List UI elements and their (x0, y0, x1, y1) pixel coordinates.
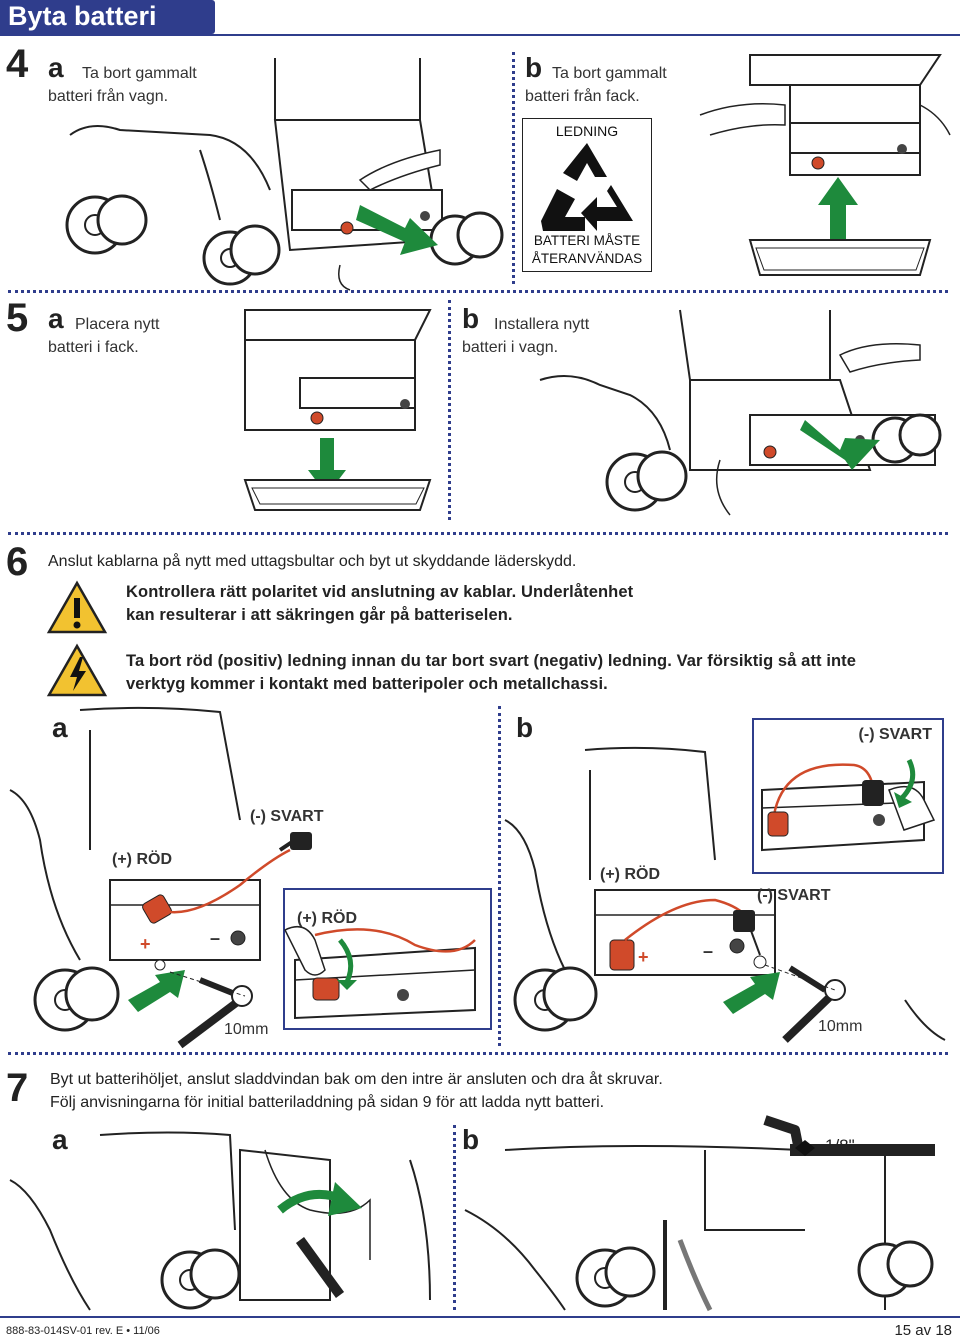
step-6a-letter: a (52, 712, 68, 743)
label-svart-b: (-) SVART (757, 887, 831, 904)
divider (448, 300, 451, 520)
recycle-notice: LEDNING BATTERI MÅSTE ÅTERANVÄNDAS (522, 118, 652, 272)
plus-terminal-a: + (140, 934, 151, 954)
green-arrow-up-icon (818, 177, 858, 240)
step-6b-letter: b (516, 712, 534, 743)
step-7a-letter: a (52, 1124, 68, 1155)
divider (8, 1052, 948, 1055)
wrench-size-a: 10mm (224, 1021, 269, 1038)
hex-key-size: 1/8" (825, 1136, 855, 1155)
green-arrow-icon (356, 205, 438, 255)
electrical-hazard-icon (46, 643, 108, 697)
step-7-number: 7 (6, 1066, 29, 1110)
divider (498, 706, 501, 1046)
step-6b-illustration (504, 746, 946, 1043)
inset-a: (+) RÖD (283, 888, 492, 1030)
step-4b-illustration (699, 54, 951, 276)
caution-icon (46, 580, 108, 634)
inset-a-illustration (283, 925, 476, 1020)
step-5b-illustration (539, 309, 942, 516)
step-4a-caption-1: Ta bort gammalt (82, 65, 197, 82)
page-number: 15 av 18 (894, 1322, 952, 1339)
label-rod-a: (+) RÖD (112, 851, 172, 868)
warning-1-line-1: Kontrollera rätt polaritet vid anslutnin… (126, 583, 634, 601)
step-6-intro: Anslut kablarna på nytt med uttagsbultar… (48, 553, 577, 570)
recycle-top-label: LEDNING (555, 123, 619, 139)
recycle-icon (541, 143, 633, 231)
green-arrow-icon (328, 1182, 362, 1216)
step-6a-illustration (9, 706, 312, 1049)
inset-b-illustration (761, 758, 936, 852)
footer-rule (0, 1316, 960, 1318)
minus-terminal-a: – (210, 928, 221, 948)
recycle-bottom-label-2: ÅTERANVÄNDAS (531, 251, 643, 266)
hex-tip-icon (795, 1140, 815, 1156)
wrench-size-b: 10mm (818, 1018, 863, 1035)
step-5b-caption-1: Installera nytt (494, 316, 590, 333)
warning-2-line-2: verktyg kommer i kontakt med batteripole… (126, 675, 608, 693)
step-5a-caption-2: batteri i fack. (48, 339, 139, 356)
wheel-icon (65, 194, 148, 255)
page-title: Byta batteri (0, 0, 215, 34)
minus-terminal-b: – (703, 941, 714, 961)
step-5a-caption-1: Placera nytt (75, 316, 160, 333)
step-7b-illustration (464, 1115, 935, 1312)
warning-2-line-1: Ta bort röd (positiv) ledning innan du t… (126, 652, 857, 670)
step-7-line-2: Följ anvisningarna för initial batterila… (50, 1094, 605, 1111)
step-7a-illustration (9, 1131, 431, 1311)
warning-1-line-2: kan resulterar i att säkringen går på ba… (126, 606, 513, 624)
divider (8, 532, 948, 535)
step-4-number: 4 (6, 42, 29, 86)
step-4a-caption-2: batteri från vagn. (48, 88, 169, 105)
divider (512, 52, 515, 284)
step-5-number: 5 (6, 296, 29, 340)
document-id: 888-83-014SV-01 rev. E • 11/06 (6, 1325, 160, 1337)
step-6-number: 6 (6, 540, 29, 584)
step-7-line-1: Byt ut batterihöljet, anslut sladdvindan… (50, 1071, 663, 1088)
header-rule (0, 34, 960, 36)
plus-terminal-b: + (638, 947, 649, 967)
divider (8, 290, 948, 293)
step-5b-caption-2: batteri i vagn. (462, 339, 559, 356)
inset-b: (-) SVART (752, 718, 944, 874)
step-4a-letter: a (48, 52, 64, 83)
step-7b-letter: b (462, 1124, 480, 1155)
green-arrow-icon (723, 972, 780, 1014)
green-arrow-icon (128, 970, 185, 1012)
step-4a-illustration (65, 58, 504, 291)
label-svart-b-inset: (-) SVART (858, 726, 932, 743)
label-rod-a-inset: (+) RÖD (297, 910, 357, 927)
label-rod-b: (+) RÖD (600, 866, 660, 883)
recycle-bottom-label-1: BATTERI MÅSTE (533, 233, 641, 248)
step-4b-caption-2: batteri från fack. (525, 88, 640, 105)
green-arrow-icon (800, 420, 880, 470)
step-4b-letter: b (525, 52, 543, 83)
step-4b-caption-1: Ta bort gammalt (552, 65, 667, 82)
step-5a-illustration (243, 309, 432, 511)
step-5b-letter: b (462, 303, 480, 334)
step-5a-letter: a (48, 303, 64, 334)
divider (453, 1125, 456, 1310)
label-svart-a: (-) SVART (250, 808, 324, 825)
